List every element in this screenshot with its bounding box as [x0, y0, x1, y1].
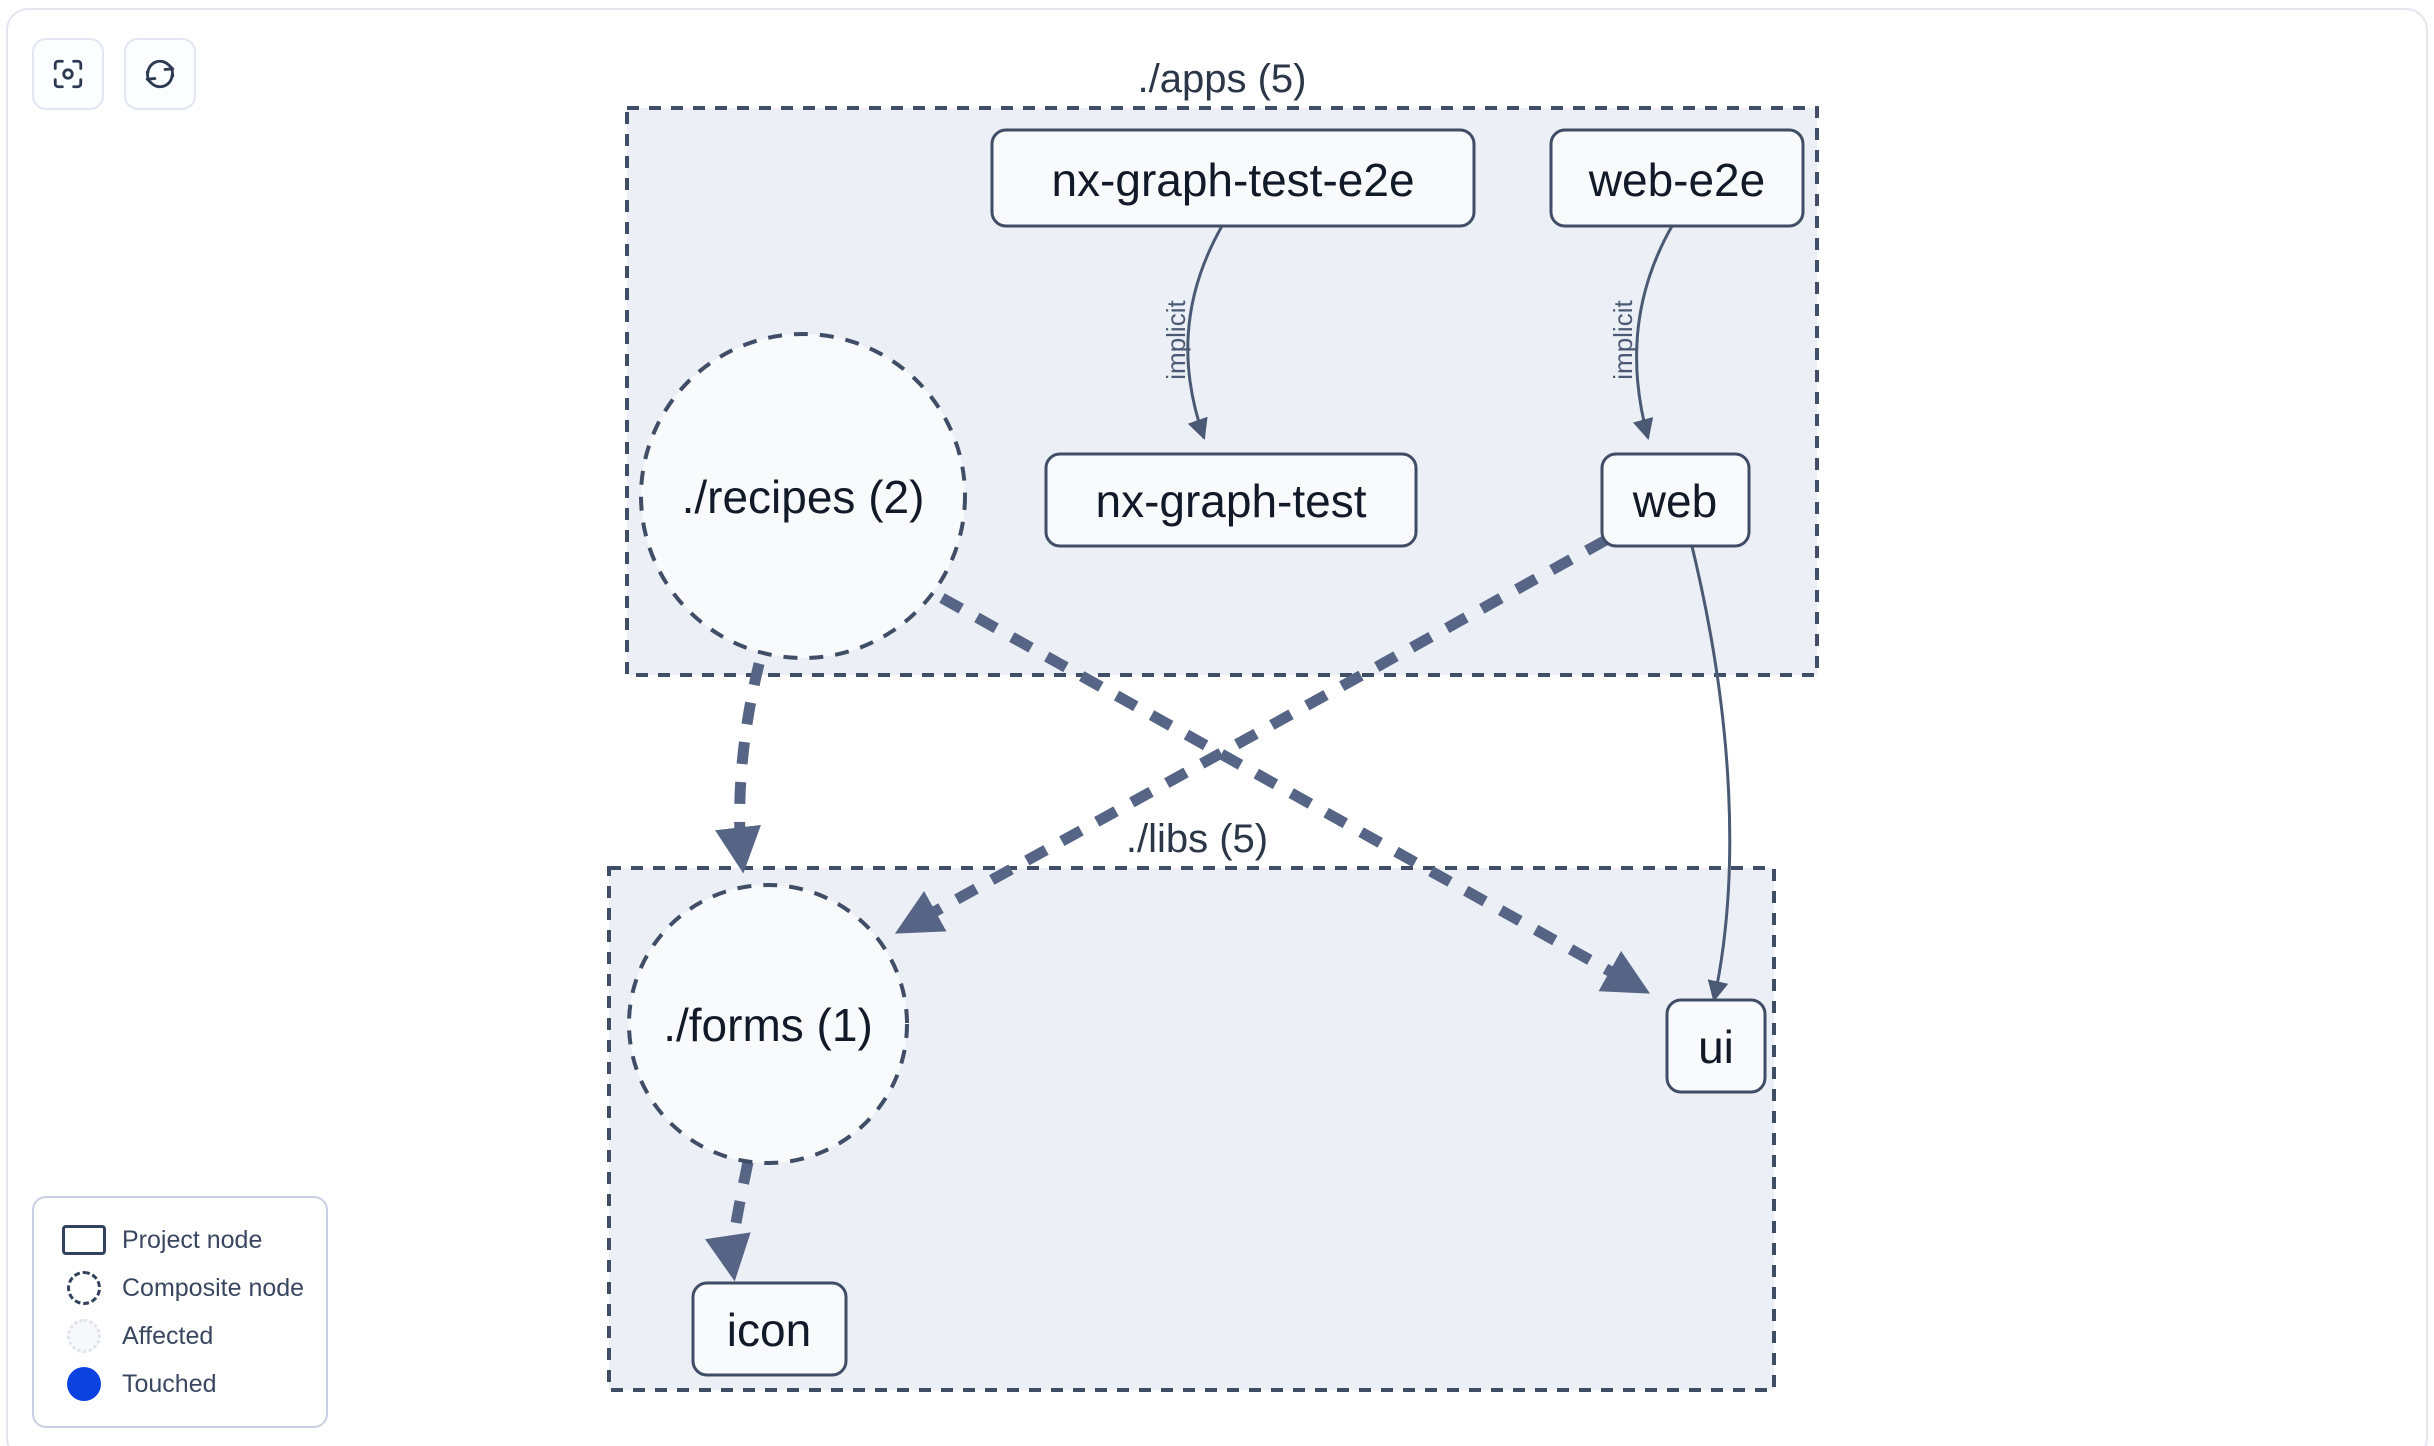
focus-graph-button[interactable]: [32, 38, 104, 110]
node-web[interactable]: web: [1600, 452, 1751, 548]
project-node-swatch-icon: [56, 1225, 112, 1255]
touched-node-swatch-icon: [56, 1367, 112, 1401]
legend-label: Touched: [122, 1369, 217, 1398]
edge-path: [705, 1160, 754, 1282]
edge-path: [1186, 225, 1224, 440]
node-ui[interactable]: ui: [1665, 998, 1767, 1094]
edge-path: [894, 535, 1609, 934]
node-rect: [1600, 452, 1751, 548]
edge-path: [1688, 537, 1732, 1003]
legend-item-project: Project node: [56, 1216, 304, 1264]
node-label: ui: [1698, 1021, 1734, 1073]
edge-recipes-to-ui[interactable]: [939, 593, 1651, 994]
node-forms-composite[interactable]: ./forms (1): [627, 883, 909, 1165]
graph-legend: Project node Composite node Affected Tou…: [32, 1196, 328, 1428]
node-label: web-e2e: [1588, 154, 1765, 206]
node-label: web: [1632, 475, 1717, 527]
node-recipes-composite[interactable]: ./recipes (2): [639, 332, 967, 660]
edge-web-to-ui[interactable]: [1688, 537, 1732, 1003]
node-rect: [1665, 998, 1767, 1094]
edge-nx-graph-test-e2e-to-nx-graph-test[interactable]: implicit: [1161, 225, 1224, 440]
affected-node-swatch-icon: [56, 1319, 112, 1353]
edge-path: [715, 623, 776, 874]
legend-label: Affected: [122, 1321, 214, 1350]
graph-toolbar: [32, 38, 196, 110]
node-nx-graph-test[interactable]: nx-graph-test: [1044, 452, 1418, 548]
node-circle: [627, 883, 909, 1165]
legend-item-composite: Composite node: [56, 1264, 304, 1312]
edge-path: [1632, 225, 1674, 441]
edge-label-implicit-2: implicit: [1608, 300, 1638, 380]
node-circle: [639, 332, 967, 660]
focus-target-icon: [51, 57, 85, 91]
refresh-graph-button[interactable]: [124, 38, 196, 110]
node-rect: [691, 1281, 848, 1377]
composite-node-swatch-icon: [56, 1271, 112, 1305]
edge-path: [939, 593, 1651, 994]
node-rect: [990, 128, 1476, 228]
refresh-icon: [143, 57, 177, 91]
node-icon[interactable]: icon: [691, 1281, 848, 1377]
legend-label: Project node: [122, 1225, 263, 1254]
edge-recipes-to-forms[interactable]: [715, 623, 776, 874]
legend-item-touched: Touched: [56, 1360, 304, 1408]
node-rect: [1549, 128, 1805, 228]
node-nx-graph-test-e2e[interactable]: nx-graph-test-e2e: [990, 128, 1476, 228]
group-libs-label: ./libs (5): [1126, 817, 1268, 861]
node-web-e2e[interactable]: web-e2e: [1549, 128, 1805, 228]
edge-label-implicit-1: implicit: [1161, 300, 1191, 380]
legend-item-affected: Affected: [56, 1312, 304, 1360]
legend-label: Composite node: [122, 1273, 305, 1302]
node-label: ./forms (1): [663, 999, 873, 1051]
node-rect: [1044, 452, 1418, 548]
node-label: ./recipes (2): [682, 471, 925, 523]
group-apps-label: ./apps (5): [1138, 57, 1307, 101]
edge-forms-to-icon[interactable]: [705, 1160, 754, 1282]
edge-web-e2e-to-web[interactable]: implicit: [1608, 225, 1674, 441]
node-label: nx-graph-test-e2e: [1051, 154, 1414, 206]
node-label: nx-graph-test: [1095, 475, 1366, 527]
edge-web-to-forms[interactable]: [894, 535, 1609, 934]
node-label: icon: [727, 1304, 811, 1356]
